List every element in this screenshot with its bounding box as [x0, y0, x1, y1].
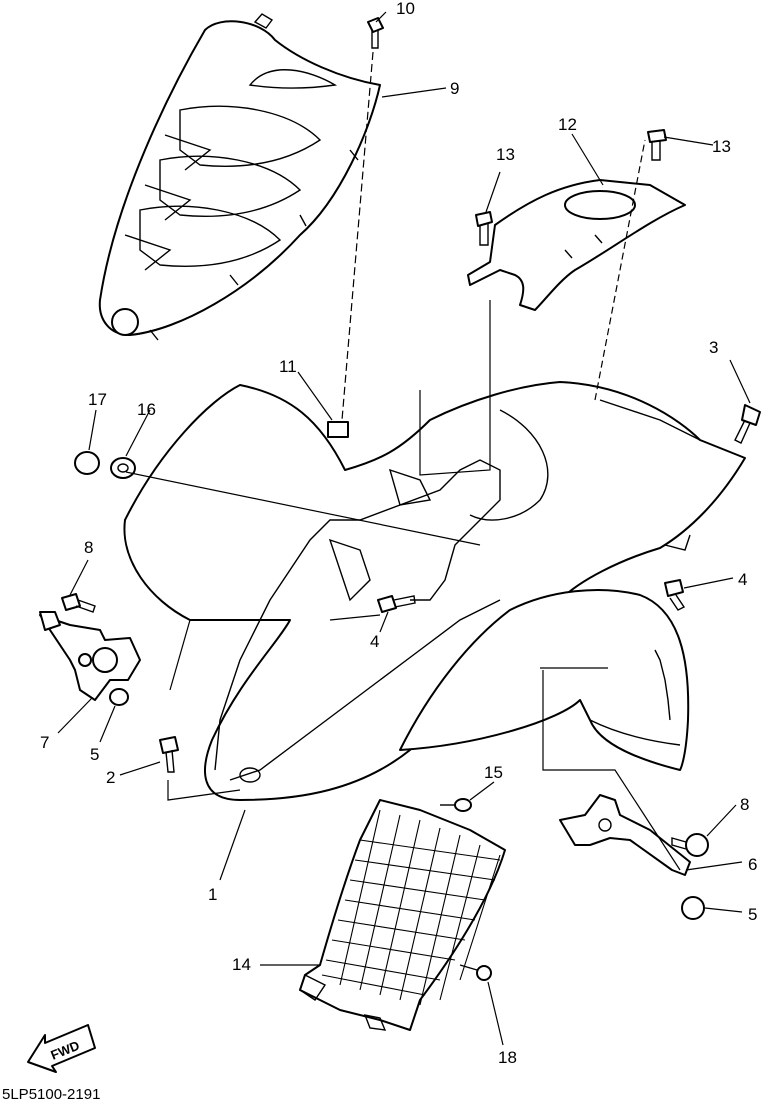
- fender-rear-lobe: [399, 589, 690, 771]
- callout-12: 12: [558, 115, 577, 134]
- washer-16: [110, 457, 136, 479]
- callout-4-center: 4: [370, 632, 379, 651]
- clip-13-left: [475, 211, 493, 246]
- bolt-2: [159, 736, 179, 773]
- callout-1: 1: [208, 885, 217, 904]
- callout-8-left: 8: [84, 538, 93, 557]
- leader-lines: [57, 11, 751, 1046]
- bolt-10: [367, 17, 384, 49]
- nut-17: [74, 451, 100, 475]
- nut-5-left: [109, 688, 129, 706]
- callout-18: 18: [498, 1048, 517, 1067]
- callout-10: 10: [396, 0, 415, 18]
- bolt-8-right: [671, 833, 709, 857]
- callout-17: 17: [88, 390, 107, 409]
- bolt-18: [459, 964, 492, 981]
- bracket-left-part: [39, 611, 141, 701]
- bolt-3: [734, 404, 761, 444]
- nut-5-right: [681, 896, 705, 920]
- nut-11: [327, 421, 349, 438]
- bolt-8-left: [61, 593, 96, 613]
- callout-8-right: 8: [740, 795, 749, 814]
- callout-14: 14: [232, 955, 251, 974]
- diagram-code: 5LP5100-2191: [2, 1086, 100, 1100]
- callout-4-right: 4: [738, 570, 747, 589]
- front-top-cover-part: [98, 13, 381, 341]
- callout-3: 3: [709, 338, 718, 357]
- bolt-4-right: [664, 579, 686, 611]
- callout-9: 9: [450, 79, 459, 98]
- callout-5-right: 5: [748, 905, 757, 924]
- bracket-right-part: [559, 794, 691, 876]
- bolt-15: [440, 798, 472, 812]
- front-panel-part: [467, 179, 686, 311]
- callout-11: 11: [279, 357, 297, 376]
- callout-13-left: 13: [496, 145, 515, 164]
- callout-2: 2: [106, 768, 115, 787]
- callout-16: 16: [137, 400, 156, 419]
- callout-15: 15: [484, 763, 503, 782]
- callout-13-right: 13: [712, 137, 731, 156]
- callout-7: 7: [40, 733, 49, 752]
- front-fender-part: [123, 381, 746, 801]
- callout-6: 6: [748, 855, 757, 874]
- fwd-arrow-icon: FWD: [27, 1024, 96, 1073]
- bolt-4-center: [377, 595, 416, 613]
- callout-5-left: 5: [90, 745, 99, 764]
- grille-part: [299, 799, 506, 1031]
- clip-13-right: [647, 129, 667, 161]
